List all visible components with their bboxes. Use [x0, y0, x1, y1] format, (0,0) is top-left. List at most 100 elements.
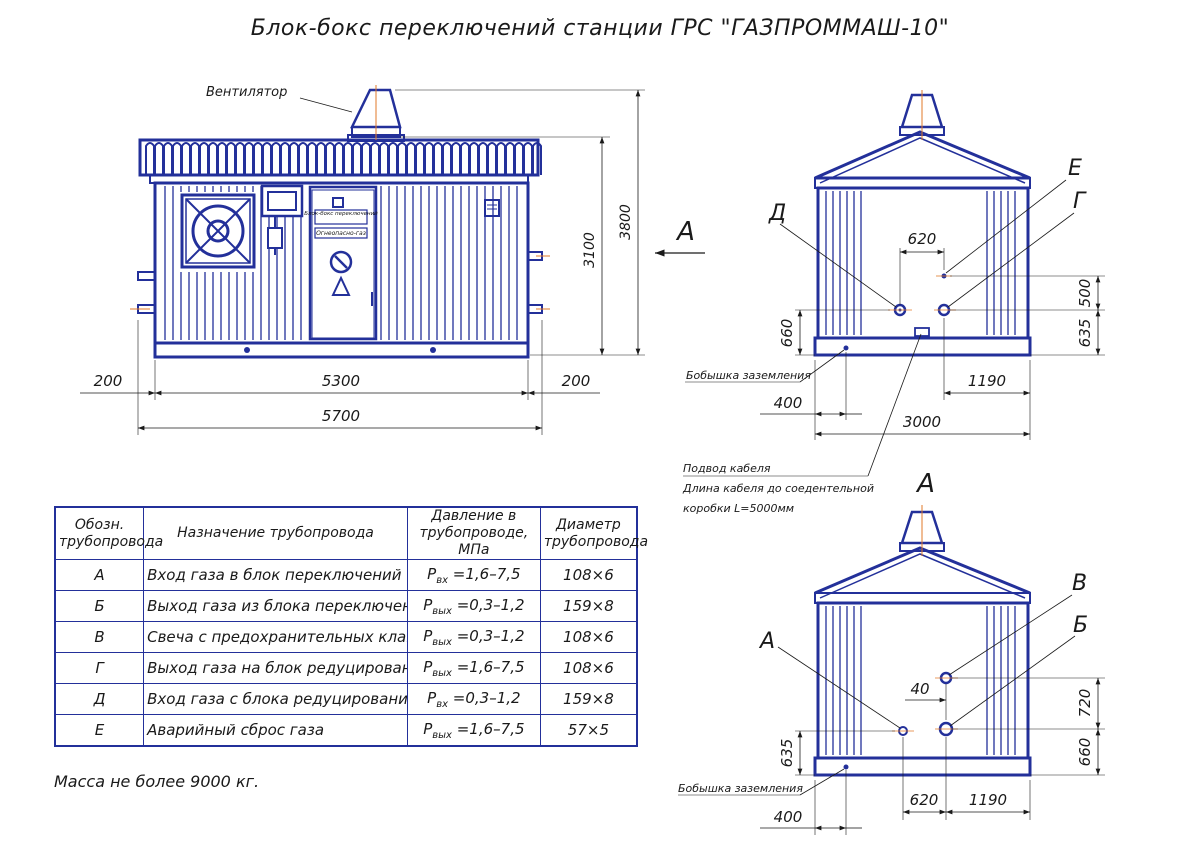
- label-V: В: [1072, 571, 1087, 596]
- cell-diameter: 108×6: [539, 559, 638, 591]
- dim-620-bottom: 620: [910, 791, 939, 809]
- wall-corrugation: [825, 191, 1016, 335]
- dim-635-left: 635: [778, 739, 796, 768]
- dim-500: 500: [1076, 279, 1094, 308]
- cell-pressure: Pвых =1,6–7,5: [406, 714, 541, 747]
- mass-note: Масса не более 9000 кг.: [54, 772, 260, 791]
- cell-pressure: Pвх =1,6–7,5: [406, 559, 541, 591]
- cell-pressure: Pвых =0,3–1,2: [406, 621, 541, 653]
- fan-icon: [347, 85, 405, 142]
- door-plate-line-2: Огнеопасно-газ: [316, 230, 366, 237]
- cell-designation: Е: [54, 714, 145, 747]
- cell-purpose: Вход газа в блок переключений: [143, 559, 408, 591]
- pressure-value: =1,6–7,5: [448, 564, 521, 583]
- pressure-value: =0,3–1,2: [448, 688, 521, 707]
- drawing-title: Блок-бокс переключений станции ГРС "ГАЗП…: [250, 16, 950, 41]
- view-a: А А В Б 40 720: [678, 469, 1105, 835]
- pressure-value: =1,6–7,5: [451, 719, 525, 738]
- cell-designation: В: [54, 621, 145, 653]
- dim-720: 720: [1076, 689, 1094, 718]
- cell-diameter: 108×6: [539, 652, 638, 684]
- pressure-subscript: вх: [436, 698, 449, 710]
- fan-icon: [899, 505, 945, 556]
- view-a-label: А: [915, 469, 935, 499]
- dim-5300: 5300: [322, 372, 360, 390]
- door: Блок-бокс переключений Огнеопасно-газ: [304, 185, 378, 341]
- wall-corrugation: [164, 186, 518, 340]
- cell-purpose: Вход газа с блока редуцирования: [143, 683, 408, 715]
- cell-diameter: 57×5: [539, 714, 638, 747]
- dim-400: 400: [774, 394, 803, 412]
- pressure-symbol: P: [423, 657, 433, 676]
- dim-1190: 1190: [968, 372, 1006, 390]
- roof-corrugation: [145, 142, 542, 175]
- pressure-value: =0,3–1,2: [451, 595, 525, 614]
- label-A: А: [758, 629, 775, 654]
- cell-pressure: Pвх =0,3–1,2: [406, 683, 541, 715]
- cell-diameter: 159×8: [539, 590, 638, 622]
- dim-1190-bottom: 1190: [969, 791, 1007, 809]
- pressure-subscript: вых: [432, 636, 452, 648]
- cable-note-line-3: коробки L=5000мм: [683, 502, 795, 515]
- pressure-symbol: P: [423, 595, 433, 614]
- dim-400-bottom: 400: [774, 808, 803, 826]
- dim-635-right: 635: [1076, 319, 1094, 348]
- dim-height-3800: 3800: [618, 204, 634, 240]
- pressure-subscript: вых: [432, 667, 452, 679]
- cell-designation: А: [54, 559, 145, 591]
- cable-note-line-2: Длина кабеля до соедентельной: [683, 482, 874, 495]
- header-diameter: Диаметр трубопровода: [539, 506, 648, 560]
- label-G: Г: [1073, 189, 1087, 214]
- header-purpose: Назначение трубопровода: [143, 506, 408, 560]
- cell-diameter: 108×6: [539, 621, 638, 653]
- ground-boss-label-a: Бобышка заземления: [678, 782, 803, 795]
- cell-purpose: Свеча с предохранительных клапанов: [143, 621, 408, 653]
- dim-660-right: 660: [1076, 738, 1094, 767]
- pressure-subscript: вых: [432, 729, 452, 741]
- cell-purpose: Выход газа на блок редуцирования: [143, 652, 408, 684]
- equipment-cabinet-icon: [260, 184, 304, 255]
- cell-designation: Г: [54, 652, 145, 684]
- cell-purpose: Выход газа из блока переключений: [143, 590, 408, 622]
- pressure-subscript: вых: [432, 605, 452, 617]
- pressure-symbol: P: [427, 564, 437, 583]
- dim-5700: 5700: [322, 407, 360, 425]
- fan-icon: [899, 90, 945, 140]
- cell-designation: Б: [54, 590, 145, 622]
- front-view: Блок-бокс переключений Огнеопасно-газ Ве…: [80, 85, 705, 435]
- dim-left-200: 200: [94, 372, 123, 390]
- label-D: Д: [768, 201, 786, 226]
- fan-label: Вентилятор: [206, 85, 287, 100]
- pressure-symbol: P: [423, 626, 433, 645]
- dim-620: 620: [908, 230, 937, 248]
- cell-pressure: Pвых =0,3–1,2: [406, 590, 541, 622]
- pipeline-spec-table: Обозн. трубопровода Назначение трубопров…: [54, 506, 648, 747]
- side-view-top: Д Е Г 620 500 635 660 1190 400: [683, 90, 1105, 477]
- pressure-symbol: P: [423, 719, 433, 738]
- header-designation: Обозн. трубопровода: [54, 506, 163, 560]
- cable-note-line-1: Подвод кабеля: [683, 462, 771, 475]
- label-E: Е: [1068, 156, 1082, 181]
- wall-corrugation: [825, 606, 1016, 755]
- cell-purpose: Аварийный сброс газа: [143, 714, 408, 747]
- cell-designation: Д: [54, 683, 145, 715]
- pressure-subscript: вх: [436, 574, 449, 586]
- ventilation-grille-icon: [180, 193, 256, 269]
- cell-pressure: Pвых =1,6–7,5: [406, 652, 541, 684]
- dim-40: 40: [910, 680, 929, 698]
- dim-height-3100: 3100: [582, 232, 598, 268]
- view-arrow-label: А: [675, 217, 695, 247]
- dim-660: 660: [778, 319, 796, 348]
- ground-boss-label: Бобышка заземления: [686, 369, 811, 382]
- cable-note: Подвод кабеля Длина кабеля до соедентель…: [683, 459, 874, 519]
- pressure-value: =1,6–7,5: [451, 657, 525, 676]
- cell-diameter: 159×8: [539, 683, 638, 715]
- dim-3000: 3000: [903, 413, 941, 431]
